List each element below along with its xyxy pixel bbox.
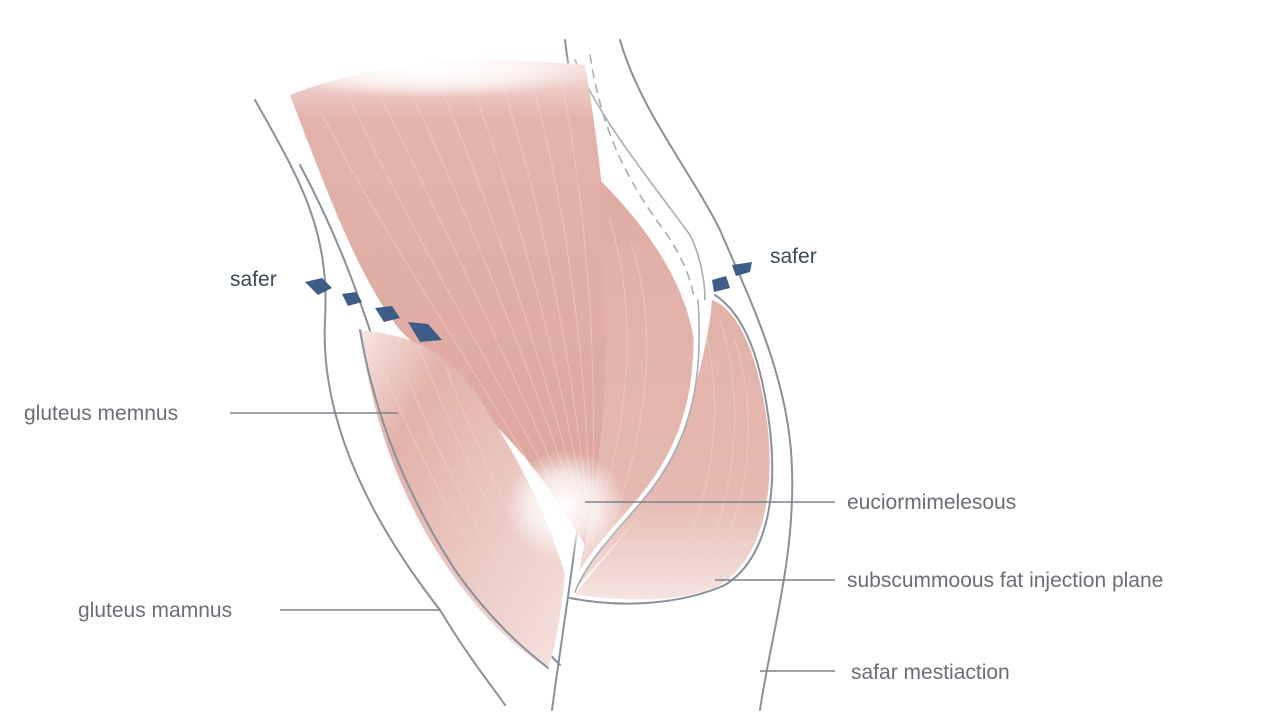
safer-markers-left	[305, 278, 442, 342]
muscle-gap-outline	[574, 299, 700, 593]
label-safer-right: safer	[770, 245, 817, 268]
lower-left-muscle-border	[359, 329, 549, 669]
label-right-2: subscummoous fat injection plane	[847, 569, 1163, 592]
top-glow	[260, 42, 600, 98]
label-gluteus-upper: gluteus memnus	[24, 402, 178, 425]
lower-right-muscle-border	[569, 294, 774, 605]
label-right-1: euciormimelesous	[847, 491, 1016, 514]
right-skin-line-outer	[619, 39, 794, 711]
lower-left-muscle-fibers	[374, 344, 561, 651]
label-right-3: safar mestiaction	[851, 661, 1010, 684]
label-safer-left: safer	[230, 268, 277, 291]
safer-markers-right	[712, 262, 752, 292]
lower-left-muscle	[360, 330, 565, 668]
junction-glow	[505, 450, 625, 560]
outer-skin-line-left	[254, 99, 506, 706]
right-skin-line-inner	[574, 59, 706, 301]
muscle-gap-line	[569, 299, 699, 591]
label-gluteus-lower: gluteus mamnus	[78, 599, 232, 622]
